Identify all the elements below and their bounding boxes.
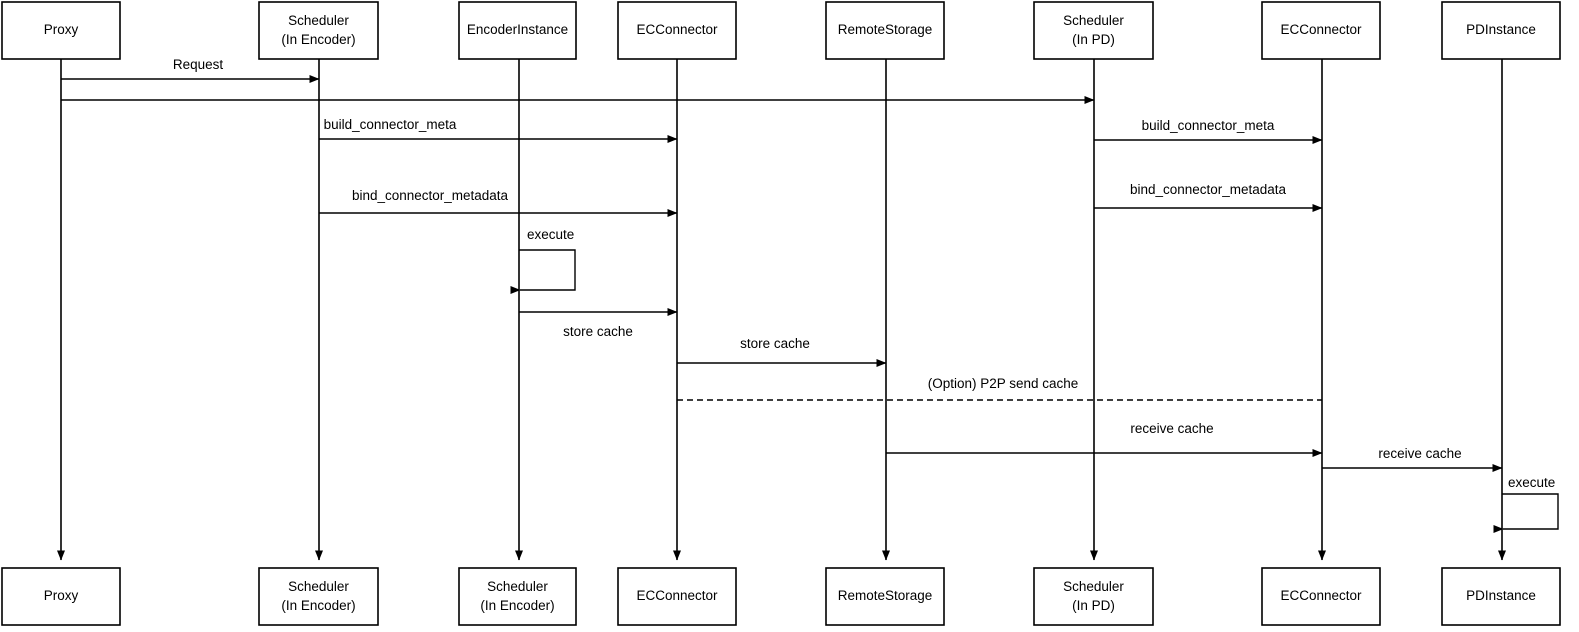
participant-label-line1: ECConnector xyxy=(636,588,718,603)
top-participant-box[interactable] xyxy=(258,1,379,60)
bottom-participant-ecconnector-enc[interactable]: ECConnector xyxy=(617,567,737,626)
message-label: Request xyxy=(173,57,224,72)
message-label: build_connector_meta xyxy=(1142,118,1275,133)
self-message-execute-pdinstance[interactable]: execute xyxy=(1493,475,1559,533)
top-participant-box[interactable] xyxy=(825,1,945,60)
message-receive-cache-2[interactable]: receive cache xyxy=(1322,446,1503,472)
participant-label-line2: (In Encoder) xyxy=(281,598,355,613)
self-message-path xyxy=(1493,493,1559,533)
bottom-participant-boxes: Proxy Scheduler (In Encoder) Scheduler (In E… xyxy=(1,567,1561,626)
bottom-participant-box[interactable] xyxy=(458,567,577,626)
message-bind-meta-left[interactable]: bind_connector_metadata xyxy=(319,188,678,217)
top-participant-scheduler-enc[interactable]: Scheduler (In Encoder) xyxy=(258,1,379,60)
participant-label-line1: PDInstance xyxy=(1466,22,1536,37)
participant-label-line2: (In Encoder) xyxy=(480,598,554,613)
top-participant-scheduler-pd[interactable]: Scheduler (In PD) xyxy=(1033,1,1154,60)
message-build-meta-right[interactable]: build_connector_meta xyxy=(1094,118,1323,144)
bottom-participant-box[interactable] xyxy=(1,567,121,626)
message-receive-cache-1[interactable]: receive cache xyxy=(886,421,1323,457)
messages-layer: Request build_connector_meta build_connect… xyxy=(61,57,1503,472)
top-participant-proxy[interactable]: Proxy xyxy=(1,1,121,60)
message-store-cache-remote[interactable]: store cache xyxy=(677,336,887,367)
message-bind-meta-right[interactable]: bind_connector_metadata xyxy=(1094,182,1323,212)
bottom-participant-box[interactable] xyxy=(1261,567,1381,626)
top-participant-ecconnector-enc[interactable]: ECConnector xyxy=(617,1,737,60)
message-store-cache-ec[interactable]: store cache xyxy=(519,308,678,339)
bottom-participant-remotestorage[interactable]: RemoteStorage xyxy=(825,567,945,626)
self-message-execute-encoder[interactable]: execute xyxy=(510,227,576,294)
top-participant-box[interactable] xyxy=(1441,1,1561,60)
bottom-participant-encoderinstance[interactable]: Scheduler (In Encoder) xyxy=(458,567,577,626)
participant-label-line1: PDInstance xyxy=(1466,588,1536,603)
participant-label-line1: EncoderInstance xyxy=(467,22,568,37)
message-label: store cache xyxy=(563,324,633,339)
top-participant-pdinstance[interactable]: PDInstance xyxy=(1441,1,1561,60)
participant-label-line1: RemoteStorage xyxy=(838,588,933,603)
participant-label-line1: ECConnector xyxy=(1280,22,1362,37)
bottom-participant-proxy[interactable]: Proxy xyxy=(1,567,121,626)
bottom-participant-pdinstance[interactable]: PDInstance xyxy=(1441,567,1561,626)
bottom-participant-box[interactable] xyxy=(825,567,945,626)
top-participant-ecconnector-pd[interactable]: ECConnector xyxy=(1261,1,1381,60)
top-participant-box[interactable] xyxy=(1033,1,1154,60)
top-participant-box[interactable] xyxy=(458,1,577,60)
participant-label-line1: Proxy xyxy=(44,588,79,603)
participant-label-line1: ECConnector xyxy=(636,22,718,37)
bottom-participant-scheduler-pd[interactable]: Scheduler (In PD) xyxy=(1033,567,1154,626)
message-label: bind_connector_metadata xyxy=(352,188,509,203)
participant-label-line1: Scheduler xyxy=(487,579,548,594)
participant-label-line1: Scheduler xyxy=(288,579,349,594)
top-participant-box[interactable] xyxy=(1,1,121,60)
self-message-label: execute xyxy=(1508,475,1555,490)
participant-label-line1: RemoteStorage xyxy=(838,22,933,37)
participant-label-line2: (In PD) xyxy=(1072,598,1115,613)
top-participant-encoderinstance[interactable]: EncoderInstance xyxy=(458,1,577,60)
self-messages-layer: execute execute xyxy=(510,227,1559,533)
participant-label-line1: Proxy xyxy=(44,22,79,37)
message-label: receive cache xyxy=(1130,421,1213,436)
message-p2p-send-cache[interactable]: (Option) P2P send cache xyxy=(677,376,1322,401)
message-label: build_connector_meta xyxy=(324,117,457,132)
bottom-participant-box[interactable] xyxy=(1441,567,1561,626)
message-label: store cache xyxy=(740,336,810,351)
message-label: bind_connector_metadata xyxy=(1130,182,1287,197)
bottom-participant-scheduler-enc[interactable]: Scheduler (In Encoder) xyxy=(258,567,379,626)
participant-label-line1: Scheduler xyxy=(1063,579,1124,594)
bottom-participant-box[interactable] xyxy=(1033,567,1154,626)
message-label: (Option) P2P send cache xyxy=(928,376,1079,391)
participant-label-line1: ECConnector xyxy=(1280,588,1362,603)
participant-label-line2: (In Encoder) xyxy=(281,32,355,47)
self-message-label: execute xyxy=(527,227,574,242)
message-label: receive cache xyxy=(1378,446,1461,461)
top-participant-box[interactable] xyxy=(617,1,737,60)
top-participant-boxes: Proxy Scheduler (In Encoder) EncoderInstanc… xyxy=(1,1,1561,60)
top-participant-box[interactable] xyxy=(1261,1,1381,60)
participant-label-line2: (In PD) xyxy=(1072,32,1115,47)
bottom-participant-ecconnector-pd[interactable]: ECConnector xyxy=(1261,567,1381,626)
bottom-participant-box[interactable] xyxy=(258,567,379,626)
bottom-participant-box[interactable] xyxy=(617,567,737,626)
participant-label-line1: Scheduler xyxy=(288,13,349,28)
message-request[interactable]: Request xyxy=(61,57,320,83)
participant-label-line1: Scheduler xyxy=(1063,13,1124,28)
self-message-path xyxy=(510,249,576,294)
top-participant-remotestorage[interactable]: RemoteStorage xyxy=(825,1,945,60)
message-build-meta-left[interactable]: build_connector_meta xyxy=(319,117,678,143)
lifelines-layer xyxy=(57,59,1506,561)
